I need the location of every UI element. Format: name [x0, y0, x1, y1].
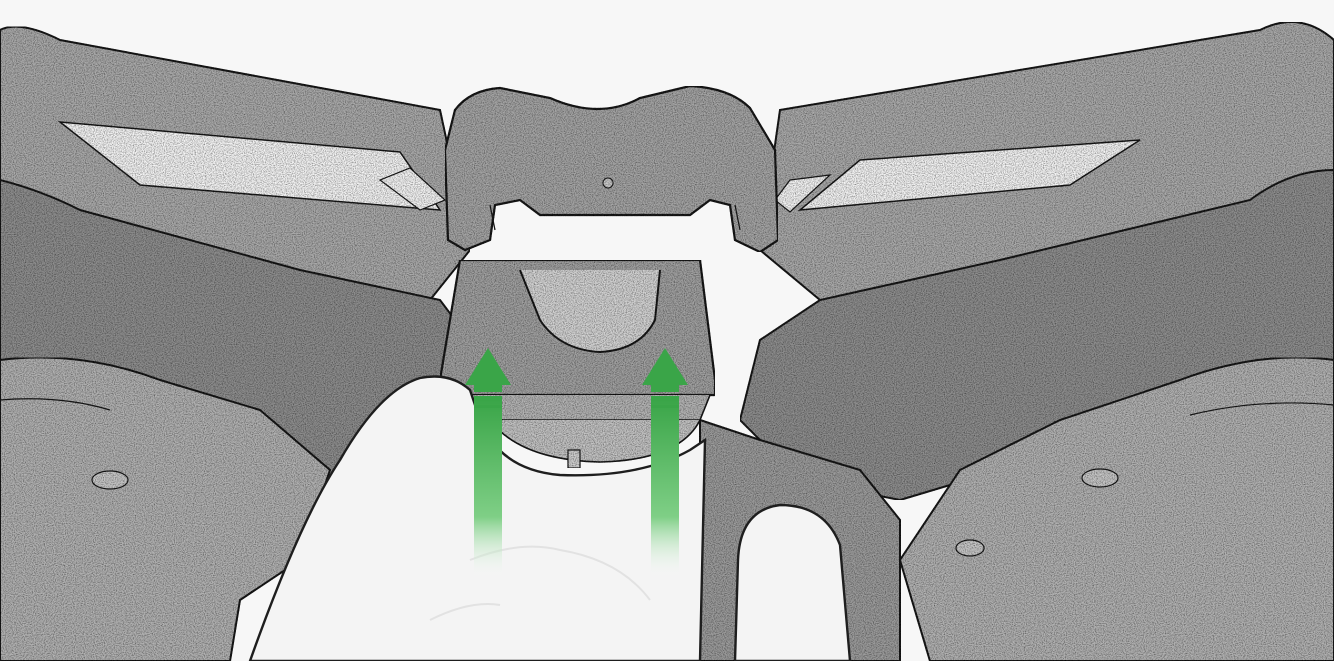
- illustration: [0, 0, 1334, 661]
- illustration-svg: [0, 0, 1334, 661]
